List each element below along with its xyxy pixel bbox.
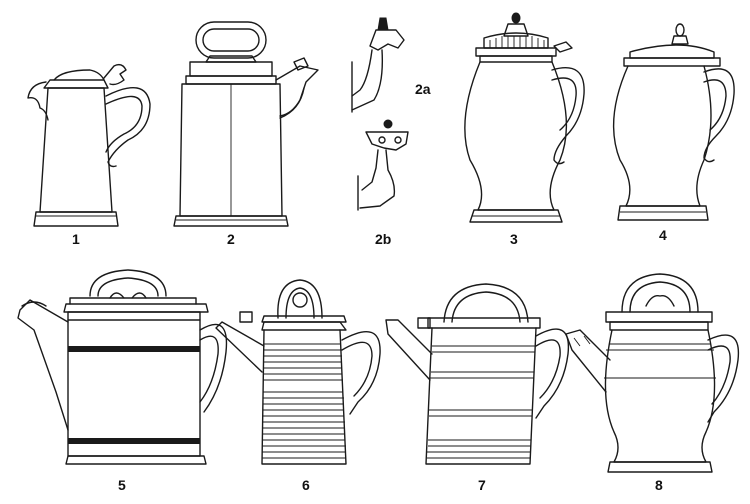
figure-2a-thumbpiece-detail — [351, 17, 405, 113]
figure-3-baluster-flagon — [464, 12, 585, 223]
figure-7-long-spout-pot — [385, 283, 570, 465]
figure-label-6: 6 — [302, 477, 310, 493]
figure-label-2: 2 — [227, 231, 235, 247]
figure-label-7: 7 — [478, 477, 486, 493]
figure-label-5: 5 — [118, 477, 126, 493]
figure-label-2b: 2b — [375, 231, 392, 247]
figure-6-ribbed-pot — [215, 279, 381, 465]
figure-label-4: 4 — [659, 227, 667, 243]
figure-4-baluster-flagon — [612, 23, 735, 221]
figure-5-coffee-pot — [17, 269, 228, 465]
figure-1-flagon — [27, 63, 151, 227]
figure-label-3: 3 — [510, 231, 518, 247]
figure-2-can — [173, 21, 319, 227]
figure-label-1: 1 — [72, 231, 80, 247]
figure-2b-hinge-detail — [357, 119, 409, 211]
figure-label-2a: 2a — [415, 81, 431, 97]
figure-label-8: 8 — [655, 477, 663, 493]
figure-8-baluster-pot — [565, 273, 740, 473]
